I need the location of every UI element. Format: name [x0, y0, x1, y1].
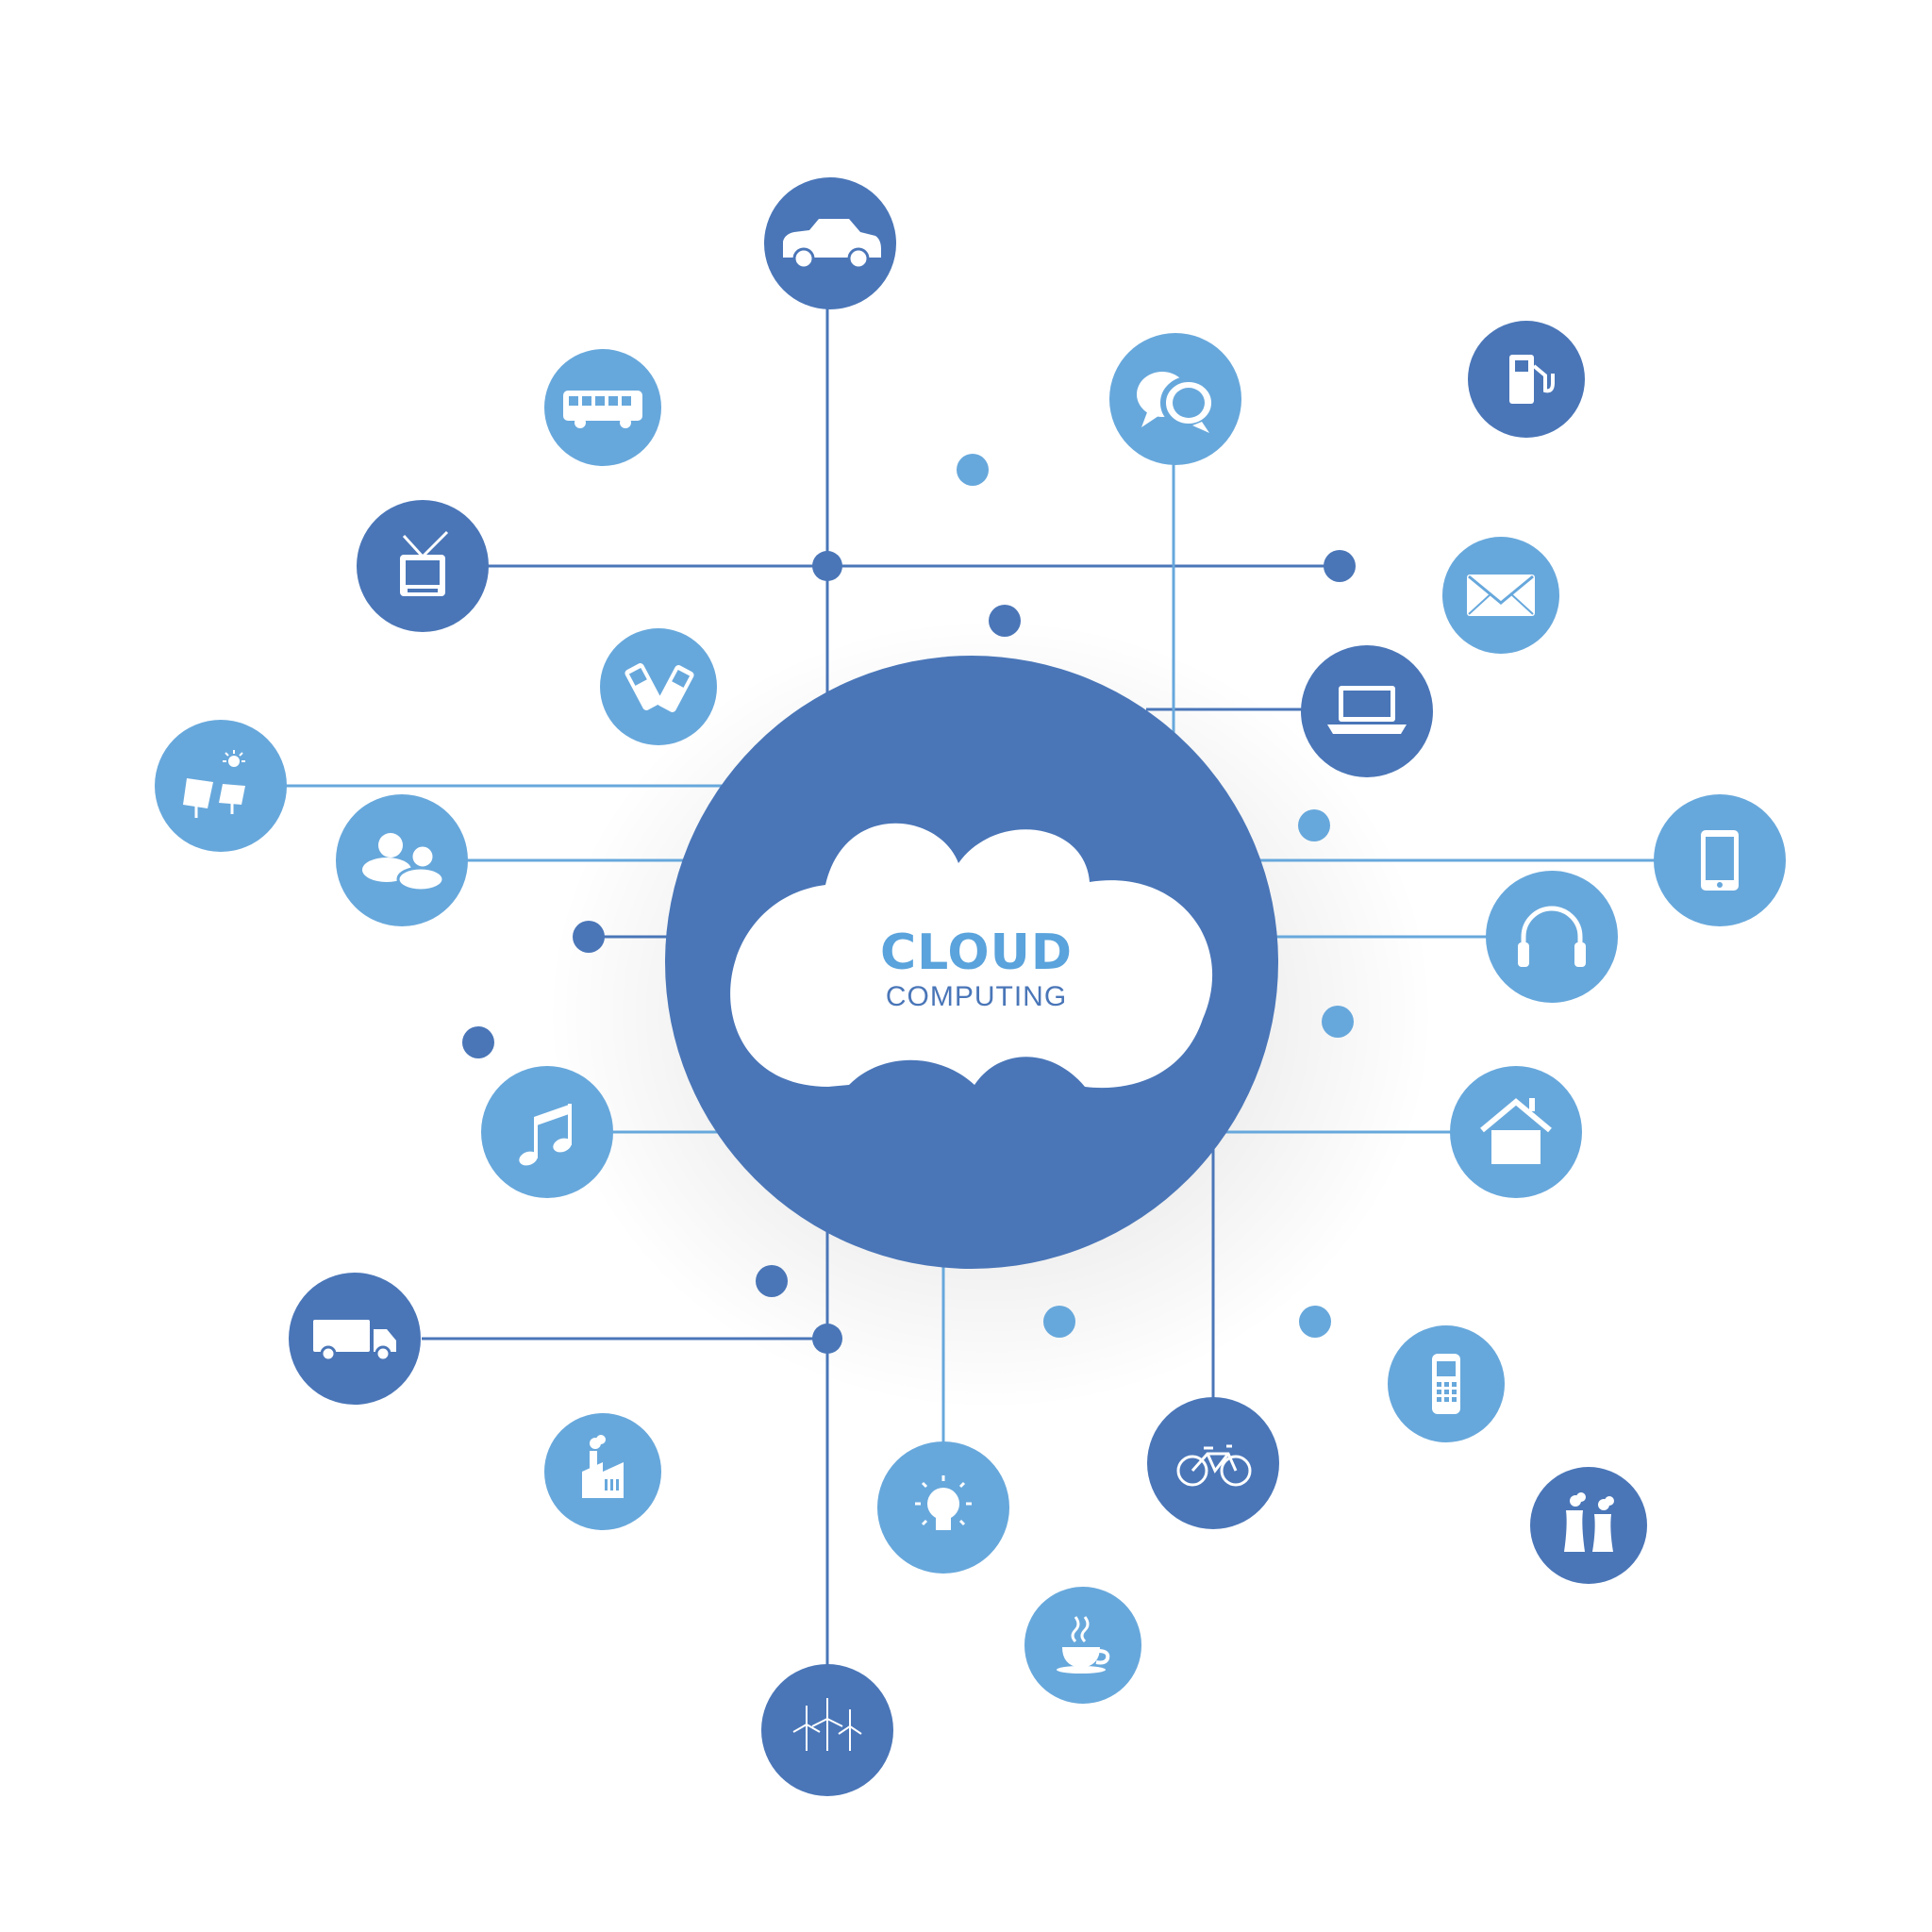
node-bicycle: [1147, 1397, 1279, 1529]
node-powerplant: [1530, 1467, 1647, 1584]
floating-dot: [1299, 1306, 1331, 1338]
wind-turbines-icon: [792, 1698, 862, 1751]
node-coffee: [1024, 1587, 1141, 1704]
tv-icon: [400, 530, 449, 596]
node-circle: [1530, 1467, 1647, 1584]
node-fuel: [1468, 321, 1585, 438]
node-circle: [1486, 871, 1618, 1003]
hub-title-line2: COMPUTING: [886, 981, 1067, 1012]
node-tablet: [1654, 794, 1786, 926]
floating-dots: [462, 454, 1354, 1338]
car-icon: [783, 219, 881, 270]
junction-dot: [1324, 550, 1356, 582]
headphones-icon: [1518, 906, 1586, 967]
node-truck: [289, 1273, 421, 1405]
node-wind: [761, 1664, 893, 1796]
junction-dots: [573, 550, 1356, 1354]
power-plant-icon: [1564, 1492, 1614, 1552]
fuel-pump-icon: [1509, 355, 1555, 404]
bicycle-icon: [1176, 1444, 1252, 1487]
floating-dot: [462, 1026, 494, 1058]
node-circle: [600, 628, 717, 745]
chat-bubbles-icon: [1137, 372, 1217, 433]
laptop-icon: [1327, 686, 1407, 734]
floating-dot: [1043, 1306, 1075, 1338]
hub-title-line1: CLOUD: [880, 924, 1073, 981]
cloud-icon: [730, 823, 1213, 1089]
node-laptop: [1301, 645, 1433, 777]
node-mail: [1442, 537, 1559, 654]
envelope-icon: [1467, 575, 1535, 616]
node-music: [481, 1066, 613, 1198]
music-note-icon: [519, 1104, 572, 1166]
node-bus: [544, 349, 661, 466]
node-factory: [544, 1413, 661, 1530]
mobile-phones-icon: [625, 663, 694, 712]
bus-icon: [563, 391, 642, 428]
floating-dot: [756, 1265, 788, 1297]
node-car: [764, 177, 896, 309]
floating-dot: [957, 454, 989, 486]
truck-icon: [313, 1320, 396, 1362]
node-circle: [1024, 1587, 1141, 1704]
junction-dot: [812, 1324, 842, 1354]
tablet-icon: [1701, 830, 1739, 891]
node-solar: [155, 720, 287, 852]
junction-dot: [573, 921, 605, 953]
node-circle: [155, 720, 287, 852]
floating-dot: [989, 605, 1021, 637]
solar-panel-icon: [183, 750, 245, 818]
node-tv: [357, 500, 489, 632]
node-chat: [1109, 333, 1241, 465]
node-people: [336, 794, 468, 926]
node-circle: [481, 1066, 613, 1198]
junction-dot: [812, 551, 842, 581]
node-phones: [600, 628, 717, 745]
node-headphones: [1486, 871, 1618, 1003]
home-icon: [1480, 1098, 1552, 1164]
node-cellphone: [1388, 1325, 1505, 1442]
people-icon: [362, 833, 445, 892]
coffee-cup-icon: [1057, 1616, 1110, 1674]
floating-dot: [1298, 809, 1330, 841]
node-bulb: [877, 1441, 1009, 1574]
factory-icon: [582, 1435, 624, 1498]
cell-phone-icon: [1432, 1354, 1460, 1414]
floating-dot: [1322, 1006, 1354, 1038]
light-bulb-icon: [915, 1475, 972, 1530]
cloud-hub: CLOUD COMPUTING: [665, 656, 1278, 1269]
device-nodes: [155, 177, 1786, 1796]
node-home: [1450, 1066, 1582, 1198]
